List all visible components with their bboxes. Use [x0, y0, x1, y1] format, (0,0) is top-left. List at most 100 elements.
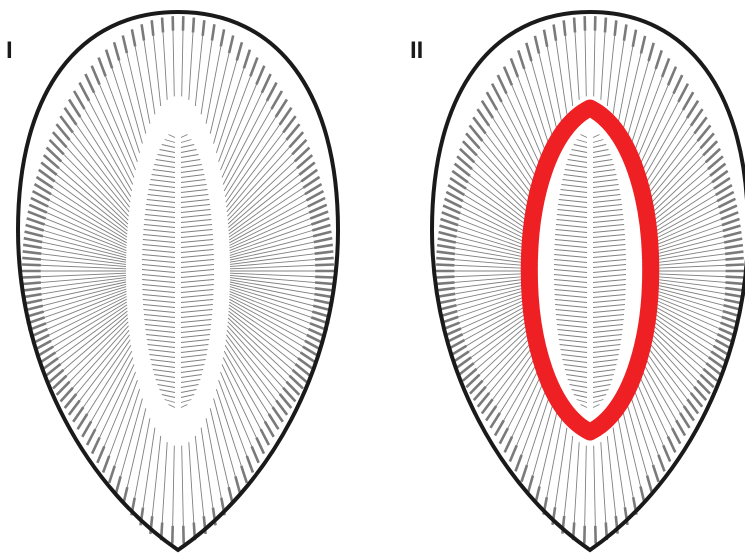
- fiber-line: [440, 226, 458, 231]
- fiber-line: [558, 205, 587, 208]
- fiber-line: [87, 429, 95, 445]
- fiber-line: [156, 380, 175, 383]
- fiber-line: [663, 445, 670, 461]
- fiber-line: [558, 330, 588, 333]
- fiber-line: [574, 18, 575, 33]
- fiber-line: [181, 170, 203, 173]
- fiber-line: [615, 20, 617, 35]
- fiber-line: [593, 190, 620, 193]
- inner-core-fibers: [554, 135, 626, 408]
- fiber-line: [593, 280, 626, 283]
- fiber-line: [487, 92, 497, 110]
- fiber-line: [315, 294, 334, 297]
- inner-core-fibers: [142, 135, 214, 408]
- fiber-line: [556, 220, 587, 223]
- fiber-line: [574, 395, 587, 398]
- fiber-line: [181, 185, 207, 188]
- fiber-line: [114, 42, 119, 60]
- fiber-line: [564, 175, 587, 178]
- fiber-line: [181, 145, 194, 148]
- fiber-line: [593, 345, 620, 348]
- fiber-line: [482, 101, 493, 118]
- fiber-line: [593, 210, 623, 213]
- fiber-line: [442, 212, 459, 219]
- fiber-line: [565, 370, 587, 373]
- fiber-line: [593, 245, 625, 248]
- fiber-line: [181, 315, 212, 318]
- fiber-line: [160, 390, 176, 393]
- fiber-line: [153, 170, 175, 173]
- fiber-line: [593, 315, 624, 318]
- radial-fibers: [22, 16, 334, 543]
- fiber-line: [437, 294, 455, 297]
- fiber-line: [276, 100, 287, 118]
- fiber-line: [181, 160, 200, 163]
- fiber-line: [85, 74, 94, 93]
- fiber-line: [492, 84, 502, 102]
- fiber-line: [181, 245, 213, 248]
- fiber-line: [144, 310, 176, 313]
- fiber-line: [566, 165, 587, 168]
- fiber-line: [181, 140, 191, 143]
- fiber-line: [23, 245, 42, 248]
- fiber-line: [678, 84, 688, 102]
- fiber-line: [577, 140, 587, 143]
- fiber-line: [554, 290, 587, 293]
- fiber-line: [142, 260, 175, 263]
- fiber-line: [593, 395, 606, 398]
- fiber-line: [315, 288, 334, 290]
- fiber-line: [726, 265, 744, 266]
- fiber-line: [148, 195, 175, 198]
- fiber-line: [554, 250, 587, 253]
- fiber-line: [561, 350, 588, 353]
- fiber-line: [250, 58, 257, 77]
- fiber-line: [25, 232, 43, 237]
- fiber-line: [647, 476, 652, 493]
- fiber-line: [593, 195, 620, 198]
- fiber-line: [658, 455, 664, 471]
- fiber-line: [181, 200, 209, 203]
- fiber-line: [181, 260, 214, 263]
- fiber-line: [562, 360, 587, 363]
- fiber-line: [162, 18, 163, 33]
- fiber-line: [165, 140, 175, 143]
- fiber-line: [565, 170, 587, 173]
- fiber-line: [165, 400, 175, 403]
- fiber-line: [181, 165, 202, 168]
- fiber-line: [148, 345, 175, 348]
- fiber-line: [574, 145, 587, 148]
- fiber-line: [593, 160, 612, 163]
- fiber-line: [593, 140, 603, 143]
- fiber-line: [555, 240, 587, 243]
- fiber-line: [181, 390, 197, 393]
- fiber-line: [181, 310, 213, 313]
- fiber-line: [160, 150, 176, 153]
- fiber-line: [24, 238, 42, 242]
- fiber-line: [593, 290, 626, 293]
- fiber-line: [522, 465, 528, 482]
- fiber-line: [97, 446, 104, 462]
- fiber-line: [26, 225, 44, 231]
- fiber-line: [181, 405, 188, 408]
- fiber-line: [149, 185, 175, 188]
- fiber-line: [593, 150, 609, 153]
- fiber-line: [633, 30, 636, 47]
- fiber-line: [78, 414, 88, 429]
- fiber-line: [181, 220, 212, 223]
- fiber-line: [511, 58, 518, 77]
- fiber-line: [593, 360, 618, 363]
- fiber-line: [181, 380, 200, 383]
- fiber-line: [143, 235, 175, 238]
- fiber-line: [181, 385, 199, 388]
- fiber-line: [593, 180, 618, 183]
- fiber-line: [315, 277, 334, 278]
- fiber-line: [554, 25, 556, 41]
- fiber-line: [593, 215, 623, 218]
- fiber-line: [593, 200, 621, 203]
- fiber-line: [256, 438, 264, 454]
- fiber-line: [653, 465, 659, 482]
- fiber-line: [564, 365, 587, 368]
- fiber-line: [668, 67, 676, 86]
- fiber-line: [559, 340, 587, 343]
